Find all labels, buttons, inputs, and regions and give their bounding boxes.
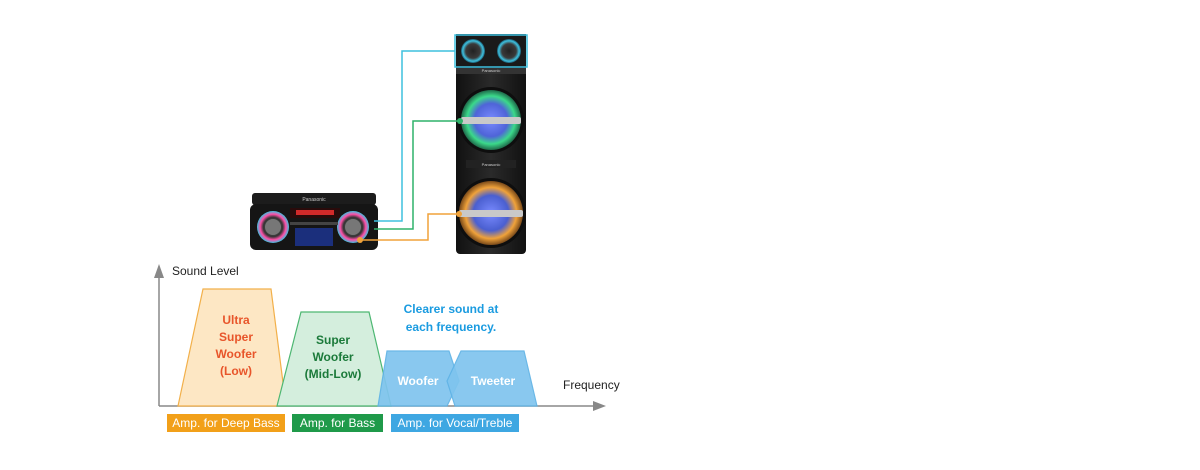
amp-label-vocal-treble: Amp. for Vocal/Treble	[391, 414, 519, 432]
band-ultra-line-3: Woofer	[215, 347, 256, 361]
speaker-tower: Panasonic Panasonic	[454, 34, 528, 254]
x-axis-arrow	[593, 401, 606, 411]
band-ultra-line-4: (Low)	[220, 364, 252, 378]
sub-connector	[360, 213, 459, 241]
callout-line-2: each frequency.	[406, 320, 496, 334]
tweeter-right	[497, 39, 521, 63]
band-ultra-line-2: Super	[219, 330, 253, 344]
tweeter-left	[461, 39, 485, 63]
band-super-woofer	[276, 311, 392, 407]
band-woofer-label: Woofer	[397, 374, 438, 388]
frequency-diagram: Sound Level Frequency Ultra Super Woofer…	[154, 264, 620, 411]
x-axis-label: Frequency	[563, 378, 620, 392]
tweeter-connector	[374, 50, 455, 222]
woofer-connector	[374, 120, 460, 230]
band-super-line-1: Super	[316, 333, 350, 347]
amp-label-deep-bass: Amp. for Deep Bass	[167, 414, 285, 432]
band-tweeter	[446, 350, 538, 407]
y-axis-arrow	[154, 264, 164, 278]
band-tweeter-label: Tweeter	[471, 374, 516, 388]
unit-brand: Panasonic	[302, 197, 326, 203]
speaker-brand-mid: Panasonic	[482, 162, 501, 167]
main-unit: Panasonic	[250, 193, 378, 250]
band-super-line-3: (Mid-Low)	[305, 367, 362, 381]
band-ultra-super-woofer	[177, 288, 287, 407]
band-super-line-2: Woofer	[312, 350, 353, 364]
amp-label-bass: Amp. for Bass	[292, 414, 383, 432]
callout-line-1: Clearer sound at	[404, 302, 499, 316]
connector-lines	[357, 50, 463, 243]
speaker-brand-top: Panasonic	[482, 68, 501, 73]
band-ultra-line-1: Ultra	[222, 313, 250, 327]
y-axis-label: Sound Level	[172, 264, 239, 278]
